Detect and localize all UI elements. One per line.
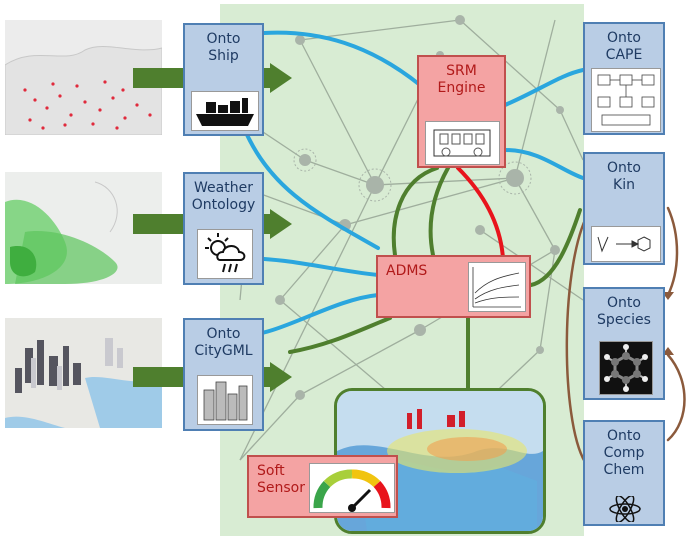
onto-kin-box: Onto Kin — [583, 152, 665, 265]
onto-species-box: Onto Species — [583, 287, 665, 400]
dispersion-plot-icon — [468, 262, 526, 312]
adms-box: ADMS — [376, 255, 531, 318]
onto-kin-label: Onto Kin — [607, 160, 641, 193]
sun-cloud-rain-icon — [197, 229, 253, 279]
node-halos — [293, 148, 532, 202]
soft-sensor-label: Soft Sensor — [257, 463, 305, 496]
srm-engine-box: SRM Engine — [417, 55, 506, 168]
reaction-mechanism-icon — [591, 226, 661, 262]
brown-links — [565, 206, 686, 464]
weather-ontology-label: Weather Ontology — [191, 180, 256, 213]
onto-citygml-box: Onto CityGML — [183, 318, 264, 431]
srm-engine-label: SRM Engine — [437, 63, 486, 96]
engine-icon — [425, 121, 500, 165]
onto-ship-box: Onto Ship — [183, 23, 264, 136]
cargo-ship-icon — [191, 91, 259, 131]
gauge-icon — [309, 463, 395, 513]
weather-ontology-box: Weather Ontology — [183, 172, 264, 285]
onto-compchem-label: Onto Comp Chem — [603, 428, 645, 478]
city-buildings-icon — [197, 375, 253, 425]
adms-label: ADMS — [386, 263, 428, 279]
red-link — [456, 166, 505, 260]
onto-compchem-box: Onto Comp Chem — [583, 420, 665, 526]
weather-radar-map — [5, 172, 162, 284]
benzene-molecule-icon — [599, 341, 653, 395]
onto-citygml-label: Onto CityGML — [194, 326, 253, 359]
soft-sensor-box: Soft Sensor — [247, 455, 398, 518]
atom-icon — [605, 495, 645, 523]
onto-species-label: Onto Species — [597, 295, 651, 328]
onto-ship-label: Onto Ship — [206, 31, 241, 64]
onto-cape-box: Onto CAPE — [583, 22, 665, 135]
onto-cape-label: Onto CAPE — [605, 30, 643, 63]
process-flowsheet-icon — [591, 68, 661, 132]
